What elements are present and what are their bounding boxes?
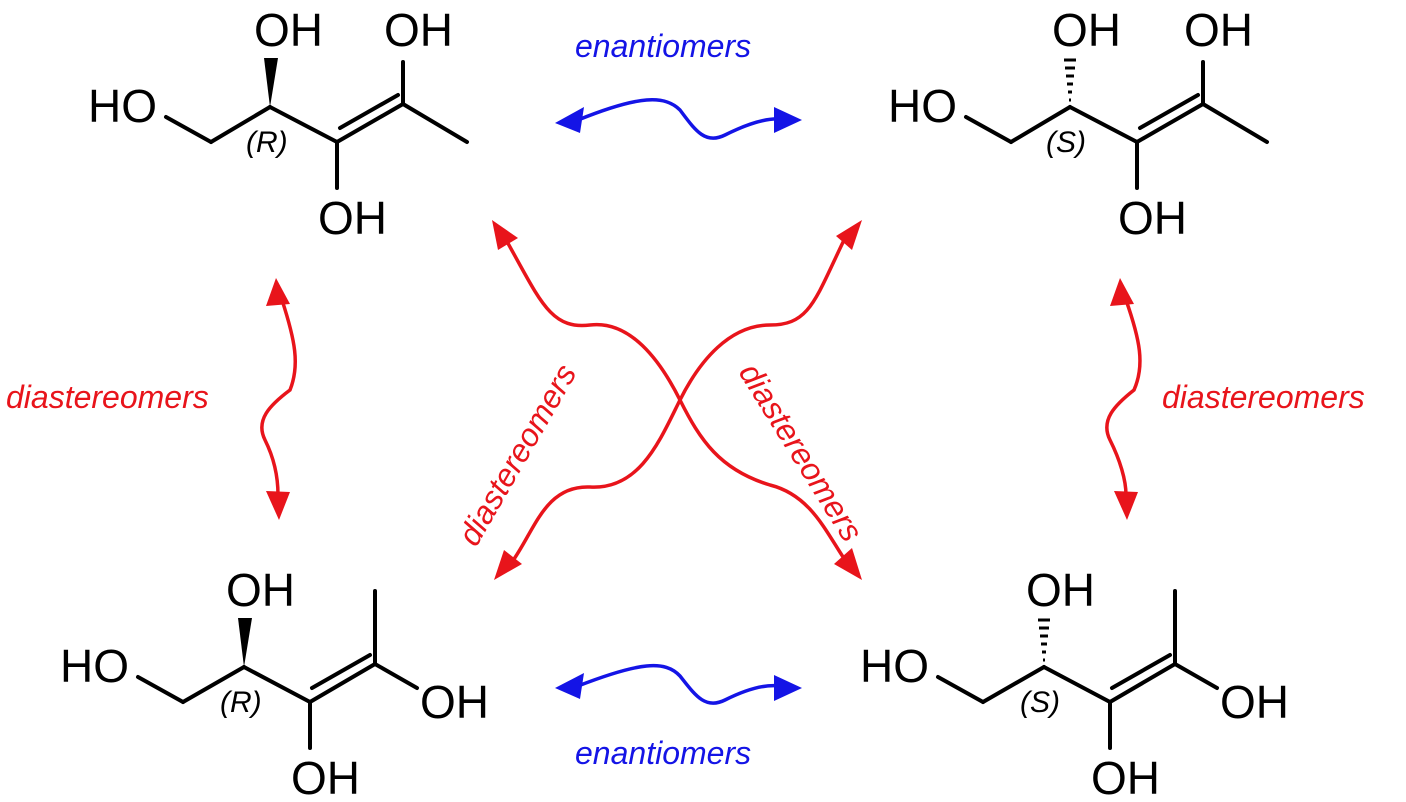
bond [1173,662,1219,690]
oh-label: OH [384,4,453,56]
double-bond [335,102,405,144]
oh-label: OH [1220,676,1289,728]
bond [136,675,185,704]
arrow-head [1110,278,1134,306]
hash-bond [1064,58,1076,102]
bond [1009,105,1072,144]
oh-label: OH [226,564,295,616]
double-bond-inner [338,93,400,130]
diastereomers-label-left: diastereomers [6,379,209,415]
oh-label: OH [1052,4,1121,56]
oh-label: OH [254,4,323,56]
wavy-arrow-line [576,663,782,705]
wedge-bond [264,58,278,107]
arrow-head [555,673,584,699]
methyl-bond [1201,102,1269,144]
bond [181,665,246,704]
wavy-arrow-line [576,98,782,140]
oh-label: OH [1184,4,1253,56]
diastereomer-arrow-diagonal-b [494,220,862,580]
enantiomers-label-bottom: enantiomers [575,735,751,771]
molecule-bottom-left: OH HO OH OH (R) [60,564,489,802]
double-bond [1135,102,1205,144]
enantiomer-arrow-bottom [555,663,802,705]
arrow-head [774,107,802,133]
double-bond-inner [1138,93,1200,130]
oh-label: OH [1091,752,1160,802]
arrow-head [266,278,290,306]
bond [164,115,213,144]
double-bond-inner [1110,653,1172,690]
bond [981,665,1046,704]
arrow-head [555,107,584,133]
wavy-arrow-line [1105,298,1142,497]
molecule-top-left: OH OH HO OH (R) [88,4,469,244]
oh-label: OH [1118,192,1187,244]
diastereomers-label-right: diastereomers [1162,379,1365,415]
enantiomers-label-top: enantiomers [575,28,751,64]
wavy-arrow-line [510,236,847,564]
arrow-head [836,220,862,250]
ho-label: HO [888,80,957,132]
arrow-head [1114,491,1138,520]
oh-label: OH [1026,564,1095,616]
bond [1068,105,1139,144]
methyl-bond [401,102,469,144]
configuration-label: (S) [1046,126,1086,159]
arrow-head [774,675,802,701]
bond [209,105,272,144]
arrow-head [492,220,518,250]
ho-label: HO [860,640,929,692]
diastereomers-label-diagonal-left: diastereomers [451,358,584,552]
diastereomers-label-diagonal-right: diastereomers [732,357,870,548]
bond [268,105,339,144]
enantiomer-arrow-top [555,98,802,140]
bond [964,115,1013,144]
arrow-head [834,548,862,580]
wavy-arrow-line [260,298,297,497]
molecule-top-right: OH OH HO OH (S) [888,4,1269,244]
configuration-label: (S) [1020,686,1060,719]
bond [242,665,312,704]
diastereomer-arrow-left [260,278,297,520]
bond [936,675,985,704]
bond [373,662,419,690]
configuration-label: (R) [246,126,288,159]
bond [1042,665,1112,704]
oh-label: OH [420,676,489,728]
double-bond [1108,662,1177,704]
hash-bond [1038,618,1050,662]
arrow-head [266,491,290,520]
double-bond [308,662,377,704]
oh-label: OH [318,192,387,244]
ho-label: HO [60,640,129,692]
configuration-label: (R) [220,686,262,719]
double-bond-inner [310,653,372,690]
arrow-head [494,550,522,580]
oh-label: OH [291,752,360,802]
ho-label: HO [88,80,157,132]
diastereomer-arrow-right [1105,278,1142,520]
wedge-bond [238,618,252,667]
molecule-bottom-right: OH HO OH OH (S) [860,564,1289,802]
